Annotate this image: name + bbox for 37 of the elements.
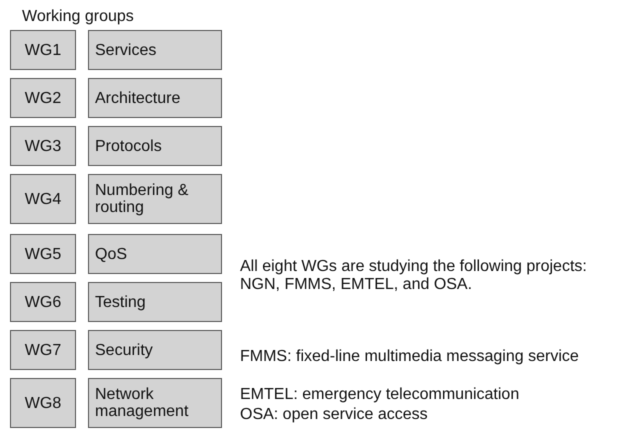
working-group-id-box bbox=[10, 174, 76, 224]
box-label: Network management bbox=[95, 386, 190, 420]
box-label: WG4 bbox=[24, 190, 62, 208]
box-label: Security bbox=[95, 342, 153, 358]
box-label: WG8 bbox=[24, 394, 62, 412]
box-label: WG2 bbox=[24, 90, 62, 106]
box-label: Architecture bbox=[95, 90, 180, 106]
heading: Working groups bbox=[22, 8, 134, 26]
working-group-name-box bbox=[88, 378, 222, 428]
box-label: WG7 bbox=[24, 342, 62, 358]
box-label: Numbering & routing bbox=[95, 182, 190, 216]
working-group-id-box bbox=[10, 78, 76, 118]
box-label: Testing bbox=[95, 294, 146, 310]
working-group-name-box bbox=[88, 30, 222, 70]
working-group-name-box bbox=[88, 174, 222, 224]
working-group-id-box bbox=[10, 126, 76, 166]
working-group-id-box bbox=[10, 282, 76, 322]
working-group-name-box bbox=[88, 126, 222, 166]
working-group-id-box bbox=[10, 30, 76, 70]
box-label: QoS bbox=[95, 246, 128, 262]
box-label: Protocols bbox=[95, 138, 162, 154]
working-group-id-box bbox=[10, 378, 76, 428]
working-group-name-box bbox=[88, 282, 222, 322]
note: All eight WGs are studying the following projects: NGN, FMMS, EMTEL, and OSA. bbox=[240, 258, 588, 294]
abbreviation-note: OSA: open service access bbox=[240, 406, 429, 424]
box-label: WG5 bbox=[24, 246, 62, 262]
box-label: WG3 bbox=[24, 138, 62, 154]
working-group-name-box bbox=[88, 78, 222, 118]
working-group-id-box bbox=[10, 234, 76, 274]
abbreviation-note: EMTEL: emergency telecommunication bbox=[240, 386, 520, 404]
box-label: Services bbox=[95, 42, 156, 58]
box-label: WG1 bbox=[24, 42, 62, 58]
box-label: WG6 bbox=[24, 294, 62, 310]
working-group-name-box bbox=[88, 234, 222, 274]
working-group-id-box bbox=[10, 330, 76, 370]
working-group-name-box bbox=[88, 330, 222, 370]
abbreviation-note: FMMS: fixed-line multimedia messaging service bbox=[240, 348, 580, 366]
